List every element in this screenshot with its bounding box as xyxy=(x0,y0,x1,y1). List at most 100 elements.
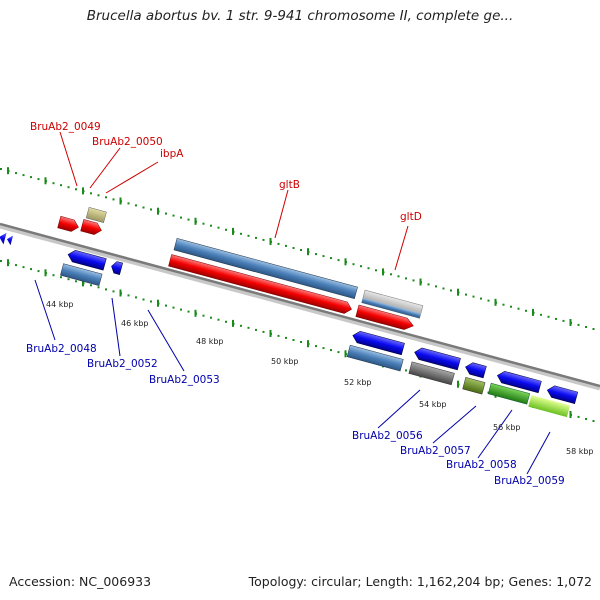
gene-bruab2-0049[interactable] xyxy=(57,215,80,233)
label-bruab2-0050[interactable]: BruAb2_0050 xyxy=(92,136,163,148)
inner-scale-track-dot xyxy=(202,314,205,317)
gene-bruab2-0050[interactable] xyxy=(80,219,103,236)
leader-bruab2-0059 xyxy=(526,431,551,475)
outer-scale-track-dot xyxy=(577,323,580,326)
inner-scale-track-dot xyxy=(300,341,302,343)
outer-scale-track-dot xyxy=(412,279,415,282)
outer-scale-track-dot xyxy=(0,168,2,170)
label-gltd[interactable]: gltD xyxy=(400,211,422,223)
leader-gltd xyxy=(394,225,409,271)
outer-scale-track-dot xyxy=(60,184,62,187)
callout-lines xyxy=(34,131,551,475)
outer-scale-track-dot xyxy=(472,295,475,298)
outer-scale-track-dot xyxy=(285,244,287,247)
inner-scale-track-dot xyxy=(165,304,167,307)
inner-scale-track-dot xyxy=(22,266,25,269)
outer-scale-track-dot xyxy=(22,174,25,177)
gene-blue-small-b[interactable] xyxy=(6,234,14,246)
gene-bruab2-0056-arrow[interactable] xyxy=(351,330,405,356)
gene-bruab2-0052-arrow[interactable] xyxy=(66,249,107,271)
leader-bruab2-0050 xyxy=(89,147,121,189)
inner-scale-track-dot xyxy=(75,280,77,283)
gene-bruab2-0056[interactable] xyxy=(346,344,404,372)
inner-scale-track-dot xyxy=(210,316,212,319)
outer-scale-track-dot xyxy=(217,226,220,229)
outer-scale-track-dot xyxy=(525,309,527,312)
leader-bruab2-0048 xyxy=(34,279,56,341)
outer-scale-track-dot xyxy=(112,198,115,201)
outer-scale-track-dot xyxy=(292,247,295,249)
gene-bruab2-0057[interactable] xyxy=(408,361,455,386)
outer-scale-track-dot xyxy=(360,265,362,268)
inner-scale-track-dot xyxy=(322,347,325,350)
outer-scale-track-dot xyxy=(352,263,355,266)
outer-scale-track-dot xyxy=(172,214,175,217)
label-bruab2-0058[interactable]: BruAb2_0058 xyxy=(446,459,517,471)
gene-bruab2-0058[interactable] xyxy=(462,377,486,395)
outer-scale-track-dot xyxy=(487,299,490,302)
outer-scale-track-dot xyxy=(142,206,145,209)
leader-bruab2-0057 xyxy=(432,405,477,444)
gene-red-long[interactable] xyxy=(168,254,354,315)
label-bruab2-0048[interactable]: BruAb2_0048 xyxy=(26,343,97,355)
gene-ibpa[interactable] xyxy=(85,207,107,223)
gene-gltb[interactable] xyxy=(173,238,358,299)
label-bruab2-0057[interactable]: BruAb2_0057 xyxy=(400,445,471,457)
label-bruab2-0056[interactable]: BruAb2_0056 xyxy=(352,430,423,442)
outer-scale-track-dot xyxy=(555,317,557,320)
outer-scale-track-dot xyxy=(562,319,565,322)
inner-scale-track-dot xyxy=(90,284,92,287)
inner-scale-track-dot xyxy=(60,276,62,279)
label-bruab2-0059[interactable]: BruAb2_0059 xyxy=(494,475,565,487)
outer-scale-track-dot xyxy=(240,232,242,235)
outer-scale-track-dot xyxy=(480,297,482,300)
inner-scale-track-dot xyxy=(315,345,317,348)
outer-scale-track-dot xyxy=(262,238,265,241)
inner-scale-track-dot xyxy=(405,369,407,372)
outer-scale-track-dot xyxy=(67,186,70,189)
outer-scale-track-dot xyxy=(330,257,332,260)
outer-scale-track-dot xyxy=(540,313,542,316)
inner-scale-track-dot xyxy=(255,328,257,331)
leader-bruab2-0058 xyxy=(477,409,513,459)
inner-scale-track-dot xyxy=(15,264,17,267)
outer-scale-track-dot xyxy=(435,285,437,288)
outer-scale-track-dot xyxy=(52,182,55,185)
outer-scale-track-dot xyxy=(405,277,407,280)
leader-bruab2-0052 xyxy=(111,297,121,357)
map-title: Brucella abortus bv. 1 str. 9-941 chromo… xyxy=(86,8,514,24)
label-bruab2-0049[interactable]: BruAb2_0049 xyxy=(30,121,101,133)
inner-scale-track-dot xyxy=(247,326,250,329)
outer-scale-track-dot xyxy=(97,194,100,197)
forward-genes xyxy=(57,207,424,332)
inner-scale-track-dot xyxy=(135,296,137,299)
scale-label-58kbp: 58 kbp xyxy=(566,447,594,456)
gene-bruab2-0059[interactable] xyxy=(487,382,531,405)
gene-bruab2-0057-arrow[interactable] xyxy=(413,346,461,371)
gene-blue-small-a[interactable] xyxy=(0,231,7,245)
label-bruab2-0053[interactable]: BruAb2_0053 xyxy=(149,374,220,386)
label-bruab2-0052[interactable]: BruAb2_0052 xyxy=(87,358,158,370)
gene-bruab2-0052[interactable] xyxy=(60,263,103,286)
outer-scale-track-dot xyxy=(105,196,107,199)
inner-scale-track-dot xyxy=(180,308,182,311)
gene-bruab2-0058-arrow[interactable] xyxy=(464,361,487,379)
label-gltb[interactable]: gltB xyxy=(279,179,300,191)
outer-scale-track-dot xyxy=(75,188,77,191)
gene-blue-far-right[interactable] xyxy=(546,384,579,404)
topology-summary: Topology: circular; Length: 1,162,204 bp… xyxy=(248,574,592,589)
gene-red-short[interactable] xyxy=(355,304,415,332)
leader-bruab2-0053 xyxy=(147,309,185,372)
scale-label-52kbp: 52 kbp xyxy=(344,378,372,387)
outer-scale-track-dot xyxy=(300,249,302,251)
outer-scale-track-dot xyxy=(585,326,587,328)
gene-bruab2-0059-arrow[interactable] xyxy=(496,370,542,394)
inner-scale-track-dot xyxy=(217,318,220,321)
outer-scale-track-dot xyxy=(397,275,400,278)
outer-scale-track-dot xyxy=(30,176,32,179)
leader-bruab2-0056 xyxy=(377,389,421,429)
label-ibpa[interactable]: ibpA xyxy=(160,148,184,160)
gene-bruab2-0053[interactable] xyxy=(110,260,124,275)
gene-lime-right[interactable] xyxy=(528,395,571,418)
